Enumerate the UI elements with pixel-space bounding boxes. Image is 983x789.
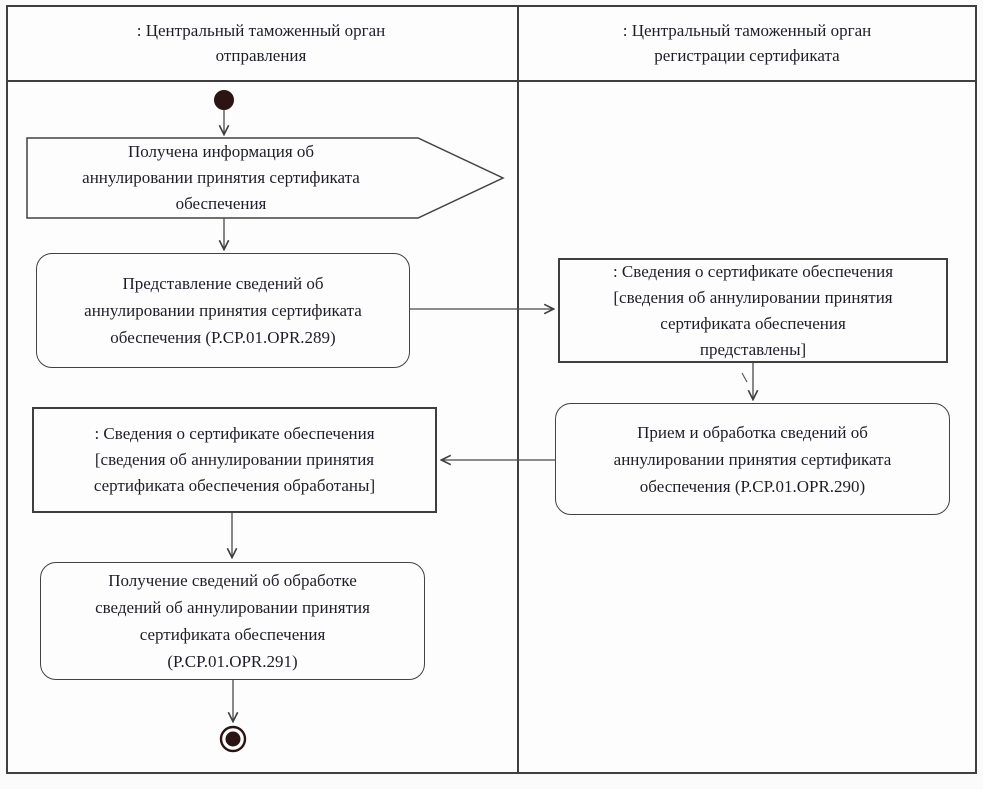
text-line: сведений об аннулировании принятия [95,598,370,617]
text-line: обеспечения (P.CP.01.OPR.289) [110,328,336,347]
lane-header-registration: : Центральный таможенный орган регистрац… [521,8,973,78]
action-submit-revocation-info: Представление сведений об аннулировании … [36,253,410,368]
lane-header-departure: : Центральный таможенный орган отправлен… [8,8,514,78]
signal-receive-label: Получена информация об аннулировании при… [27,139,415,217]
text-line: (P.CP.01.OPR.291) [167,652,298,671]
text-line: : Сведения о сертификате обеспечения [612,261,894,281]
text-line: Прием и обработка сведений об [637,422,868,442]
text-line: : Сведения о сертификате обеспечения [94,424,375,443]
final-node-core [225,731,241,747]
text-line: аннулировании принятия сертификата [82,168,360,187]
text-line: [сведения об аннулировании принятия [613,287,893,307]
action-receive-processing-result: Получение сведений об обработке сведений… [40,562,425,680]
signal-shape [26,137,505,219]
lane-title-line: регистрации сертификата [654,46,840,65]
text-line: сертификата обеспечения обработаны] [93,476,376,495]
text-line: Получение сведений об обработке [108,571,357,590]
lane-title-line: отправления [215,46,307,65]
stray-tick [741,372,748,383]
action-receive-process-revocation-info: Прием и обработка сведений об аннулирова… [555,403,950,515]
text-line: сертификата обеспечения [660,313,846,333]
text-line: обеспечения [175,194,267,213]
text-line: Получена информация об [127,142,315,161]
text-line: аннулировании принятия сертификата [84,301,362,320]
lane-divider [517,5,519,774]
lane-title-line: : Центральный таможенный орган [136,21,386,40]
object-certificate-info-submitted: : Сведения о сертификате обеспечения [св… [558,258,948,363]
text-line: обеспечения (P.CP.01.OPR.290) [639,476,866,496]
text-line: аннулировании принятия сертификата [613,449,892,469]
start-node [214,90,234,110]
text-line: сертификата обеспечения [139,625,326,644]
text-line: [сведения об аннулировании принятия [94,450,375,469]
lane-title-line: : Центральный таможенный орган [622,21,872,40]
text-line: представлены] [699,339,807,359]
object-certificate-info-processed: : Сведения о сертификате обеспечения [св… [32,407,437,513]
text-line: Представление сведений об [122,274,324,293]
header-separator [6,80,977,82]
